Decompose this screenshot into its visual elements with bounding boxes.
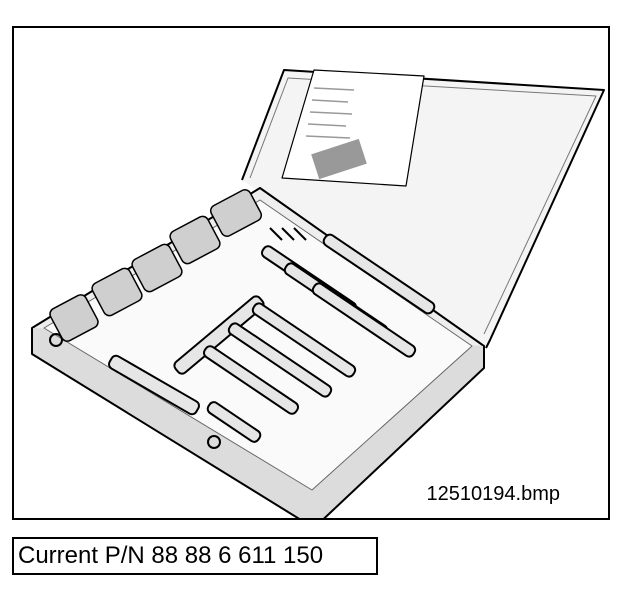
part-number-label: Current P/N 88 88 6 611 150 — [12, 537, 378, 575]
figure-frame: 12510194.bmp — [12, 26, 610, 520]
tool-set — [49, 189, 263, 342]
tool-case-illustration — [31, 69, 605, 518]
figure-filename: 12510194.bmp — [426, 483, 560, 505]
part-number-text: Current P/N 88 88 6 611 150 — [18, 542, 324, 569]
